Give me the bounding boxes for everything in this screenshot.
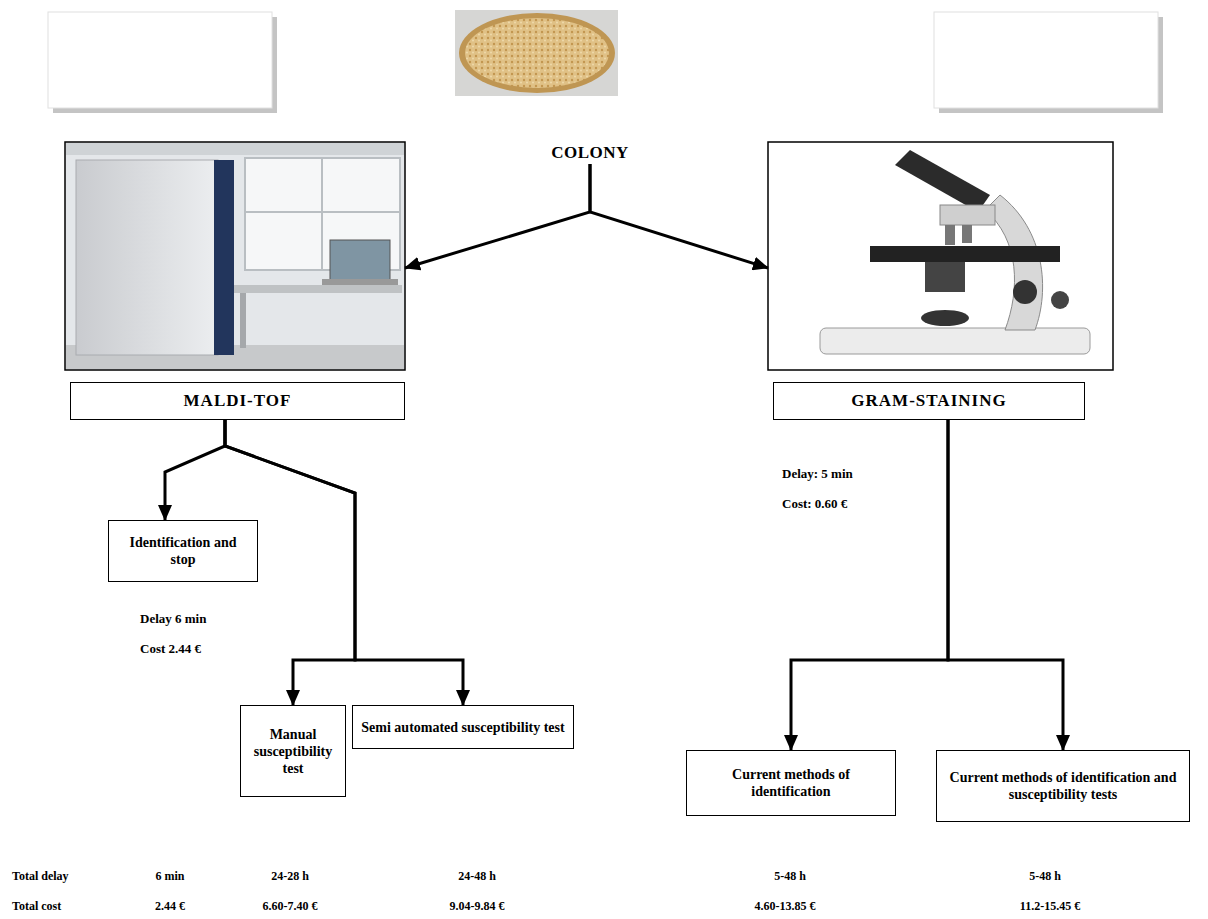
table-cell: 5-48 h [774, 869, 806, 884]
cost-note: Cost 2.44 € [140, 641, 201, 657]
process-box: Manual susceptibility test [240, 705, 346, 797]
cost-note: Delay: 5 min [782, 466, 853, 482]
blank-frame [934, 12, 1158, 108]
microscope-photo [768, 142, 1113, 370]
table-cell: 6 min [155, 869, 184, 884]
table-cell: 24-48 h [458, 869, 496, 884]
flow-arrow [165, 420, 225, 520]
node-text: Current methods of identification [695, 766, 887, 800]
table-cell: 24-28 h [271, 869, 309, 884]
colony-growth [465, 18, 609, 88]
maldi-instrument [76, 160, 218, 355]
process-box: Current methods of identification and su… [936, 750, 1190, 822]
table-cell: 11.2-15.45 € [1020, 899, 1080, 914]
node-text: COLONY [520, 142, 660, 164]
window-frame [245, 211, 400, 213]
source-label: COLONY [520, 142, 660, 164]
flow-arrow [590, 164, 768, 268]
flow-arrow [948, 420, 1063, 750]
method-box: MALDI-TOF [65, 142, 405, 420]
process-box: Semi automated susceptibility test [352, 705, 574, 749]
process-box: Current methods of identification [686, 750, 896, 816]
laptop-base [322, 279, 398, 285]
colony-photo [455, 10, 618, 96]
instrument-stripe [214, 160, 234, 355]
maldi-photo [65, 142, 405, 370]
table-cell: 5-48 h [1029, 869, 1061, 884]
microscope-stage [870, 246, 1060, 262]
cost-note: Cost: 0.60 € [782, 496, 847, 512]
flow-arrow [405, 164, 590, 268]
microscope-base [820, 328, 1090, 354]
desk-leg [240, 293, 246, 348]
illuminator [921, 310, 969, 326]
node-text: Current methods of identification and su… [945, 769, 1181, 803]
window-frame [321, 158, 323, 270]
condenser [925, 262, 965, 292]
table-cell: Total cost [12, 899, 61, 914]
cost-note: Delay 6 min [140, 611, 206, 627]
desk [234, 285, 402, 293]
node-text: MALDI-TOF [70, 382, 405, 420]
petri-dish [459, 13, 615, 93]
node-text: Identification and stop [117, 534, 249, 568]
flow-arrow [225, 420, 463, 705]
ceiling [66, 143, 404, 155]
objective [962, 225, 972, 243]
laptop-screen [330, 240, 390, 280]
focus-knob [1051, 291, 1069, 309]
blank-frame [48, 12, 272, 108]
node-text: Manual susceptibility test [249, 726, 337, 777]
table-cell: 2.44 € [155, 899, 185, 914]
node-text: GRAM-STAINING [773, 382, 1085, 420]
nosepiece [940, 205, 995, 225]
node-text: Semi automated susceptibility test [361, 719, 565, 736]
method-box: GRAM-STAINING [768, 142, 1085, 420]
table-cell: Total delay [12, 869, 69, 884]
focus-knob [1013, 280, 1037, 304]
objective [945, 225, 955, 245]
table-cell: 4.60-13.85 € [755, 899, 816, 914]
table-cell: 9.04-9.84 € [450, 899, 505, 914]
process-box: Identification and stop [108, 520, 258, 582]
eyepiece-tube [895, 150, 990, 212]
table-cell: 6.60-7.40 € [263, 899, 318, 914]
